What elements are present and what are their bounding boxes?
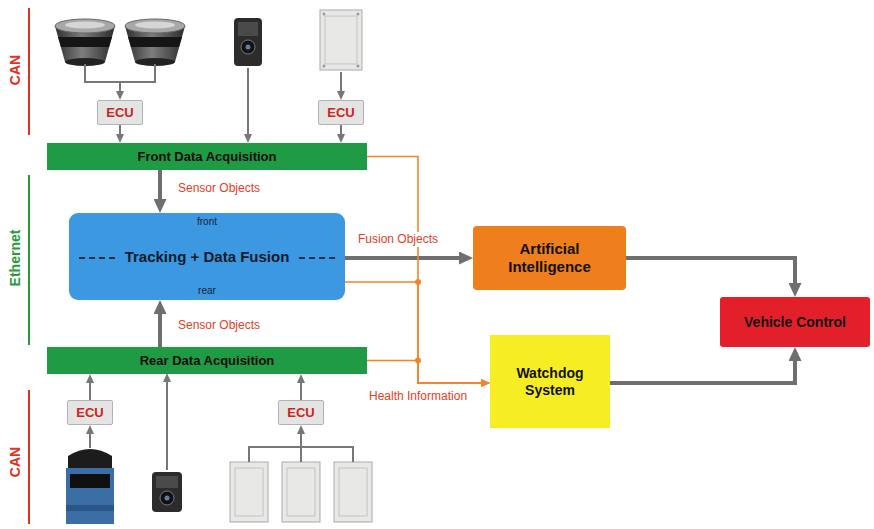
- port-label: rear: [198, 285, 216, 297]
- box-label: Watchdog System: [502, 365, 598, 399]
- edge-label: Sensor Objects: [176, 318, 262, 333]
- camera-panel: [238, 22, 258, 36]
- radar-face: [287, 468, 315, 516]
- ecu-box: ECU: [67, 400, 113, 425]
- camera-sensor: [234, 18, 262, 66]
- camera-glass: [165, 496, 170, 501]
- camera-glass: [246, 45, 251, 50]
- connector-arrow: [345, 256, 459, 260]
- sensor-wire: [340, 72, 342, 91]
- ethernet-bus-line: [28, 175, 30, 345]
- radar-bolt: [323, 13, 326, 16]
- radar-housing: [320, 10, 362, 70]
- ecu-box: ECU: [97, 100, 143, 125]
- can-bus-line: [28, 8, 30, 135]
- box-label: Rear Data Acquisition: [140, 353, 275, 368]
- box-title: Tracking + Data Fusion: [118, 248, 297, 266]
- scanner-ring: [66, 505, 114, 511]
- radar-bolt: [357, 65, 360, 68]
- sensor-wire: [300, 434, 302, 447]
- scanner-cap: [68, 449, 112, 468]
- acquisition-bar: Front Data Acquisition: [47, 143, 367, 170]
- edge-label: Sensor Objects: [176, 181, 262, 196]
- radar-sensor: [334, 462, 372, 522]
- radar-face: [325, 16, 357, 64]
- radar-bolt: [323, 65, 326, 68]
- bus-label: CAN: [7, 55, 23, 85]
- sensor-wire: [247, 68, 249, 134]
- scanner-body: [66, 468, 114, 524]
- ecu-box: ECU: [318, 100, 364, 125]
- lidar-top: [125, 19, 185, 33]
- connector-arrow: [89, 383, 91, 400]
- camera-body: [234, 18, 262, 66]
- title-row: Tracking + Data Fusion: [79, 248, 335, 266]
- box-label: ECU: [327, 105, 354, 120]
- connector-arrow: [610, 361, 795, 383]
- camera-panel: [156, 476, 178, 488]
- radar-sensor: [320, 10, 362, 70]
- box-label: Front Data Acquisition: [138, 149, 277, 164]
- connector-arrow: [340, 125, 342, 134]
- lidar-cap: [135, 22, 175, 29]
- camera-lens: [241, 40, 255, 54]
- connector-arrow: [158, 170, 162, 199]
- connector-arrow: [367, 361, 481, 384]
- radar-housing: [334, 462, 372, 522]
- connector-arrow: [367, 157, 481, 384]
- lidar-cap: [65, 22, 105, 29]
- sensor-wire: [89, 434, 91, 448]
- edge-label: Fusion Objects: [356, 232, 440, 247]
- port-label: front: [197, 216, 217, 228]
- lidar-band: [128, 37, 182, 47]
- camera-lens: [160, 491, 174, 505]
- sensor-wire: [85, 64, 155, 82]
- connector-arrow: [300, 383, 302, 400]
- lidar-sensor: [55, 19, 115, 66]
- radar-housing: [230, 462, 268, 522]
- watchdog-box: Watchdog System: [490, 335, 610, 428]
- radar-face: [235, 468, 263, 516]
- box-label: ECU: [76, 405, 103, 420]
- connector-arrow: [626, 258, 795, 283]
- box-label: ECU: [106, 105, 133, 120]
- radar-sensor: [230, 462, 268, 522]
- camera-body: [152, 472, 182, 512]
- lidar-top: [55, 19, 115, 33]
- connector-arrow: [119, 125, 121, 134]
- bus-label: Ethernet: [7, 230, 23, 287]
- acquisition-bar: Rear Data Acquisition: [47, 347, 367, 374]
- sensor-wire: [249, 447, 353, 462]
- bus-label: CAN: [7, 447, 23, 477]
- box-label: ECU: [287, 405, 314, 420]
- box-label: Vehicle Control: [744, 314, 846, 330]
- sensor-wire: [166, 382, 168, 470]
- camera-sensor: [152, 472, 182, 512]
- lidar-scanner: [66, 449, 114, 524]
- radar-face: [339, 468, 367, 516]
- can-bus-line: [28, 390, 30, 524]
- ecu-box: ECU: [278, 400, 324, 425]
- connector-arrow: [158, 314, 162, 347]
- box-label: Artificial Intelligence: [483, 240, 616, 276]
- control-box: Vehicle Control: [720, 297, 870, 347]
- ai-box: Artificial Intelligence: [473, 226, 626, 290]
- lidar-sensor: [125, 19, 185, 66]
- radar-bolt: [357, 13, 360, 16]
- lidar-band: [58, 37, 112, 47]
- scanner-window: [70, 474, 110, 488]
- sensor-wire: [119, 82, 121, 91]
- radar-housing: [282, 462, 320, 522]
- fusion-box: frontTracking + Data Fusion rear: [69, 213, 345, 300]
- radar-sensor: [282, 462, 320, 522]
- edge-label: Health Information: [367, 389, 469, 404]
